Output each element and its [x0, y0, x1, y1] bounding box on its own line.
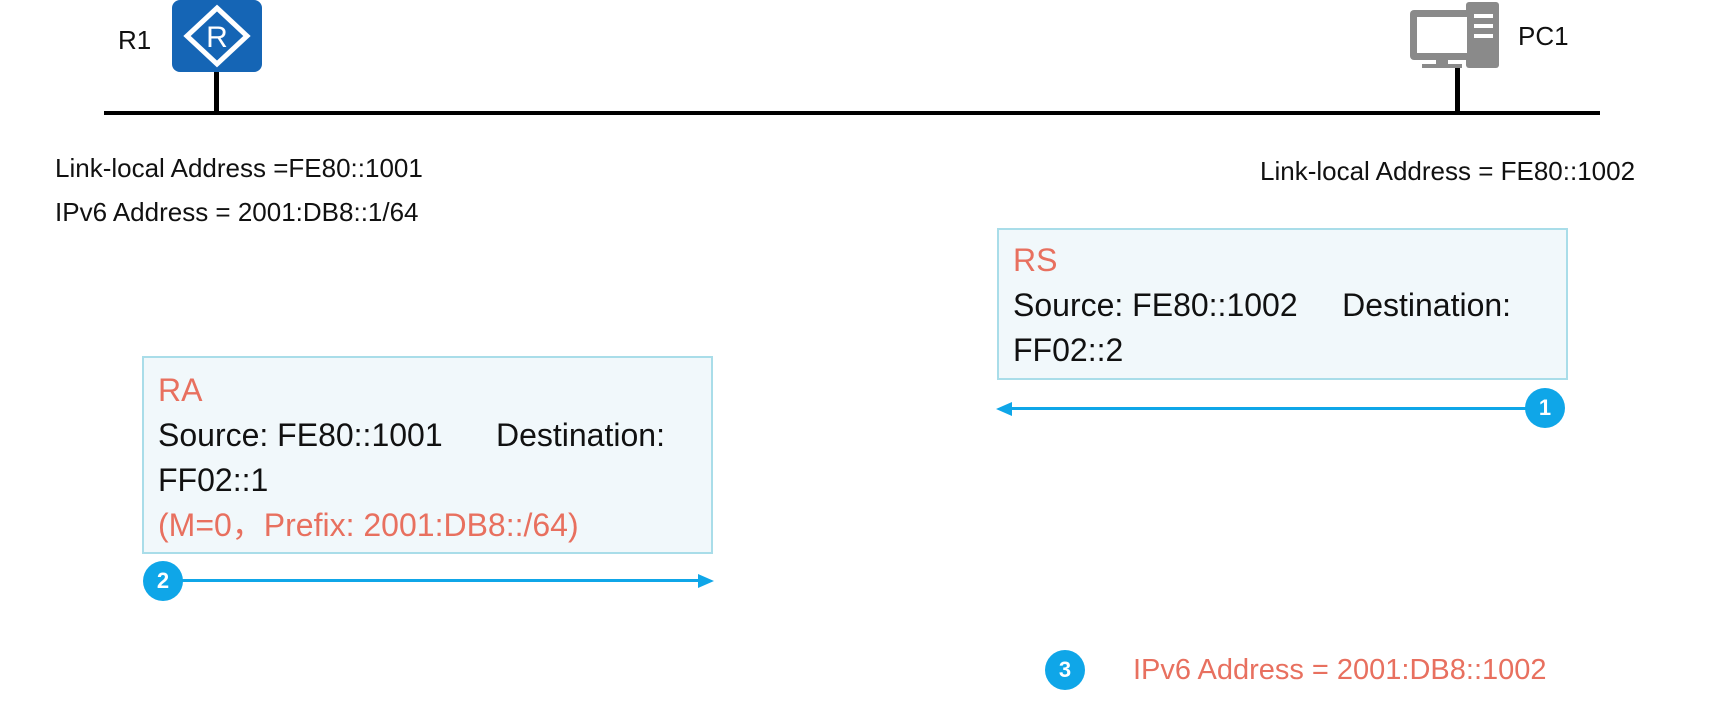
ra-arrow [180, 579, 702, 582]
pc-icon [1410, 2, 1499, 112]
rs-message-box: RS Source: FE80::1002 Destination: FF02:… [997, 228, 1568, 380]
router-icon: R [172, 0, 262, 112]
router-r1: R [170, 0, 266, 112]
rs-arrowhead [996, 402, 1012, 416]
rs-source-destination: Source: FE80::1002 Destination: [1013, 287, 1512, 323]
r1-name: R1 [118, 25, 152, 55]
r1-link-local: Link-local Address =FE80::1001 [55, 153, 423, 183]
step-2-badge: 2 [143, 561, 183, 601]
pc1-link-local: Link-local Address = FE80::1002 [1260, 156, 1636, 186]
pc-pc1 [1408, 0, 1504, 112]
svg-text:R: R [206, 21, 228, 54]
ra-type: RA [158, 372, 203, 408]
rs-arrow [1006, 407, 1536, 410]
pc1-name: PC1 [1518, 21, 1569, 51]
step-3-badge: 3 [1045, 650, 1085, 690]
rs-destination-address: FF02::2 [1013, 332, 1124, 368]
ra-destination-address: FF02::1 [158, 462, 269, 498]
network-link [104, 111, 1600, 115]
step-1-badge: 1 [1525, 388, 1565, 428]
ra-flags-prefix: (M=0，Prefix: 2001:DB8::/64) [158, 507, 579, 543]
ra-arrowhead [698, 574, 714, 588]
pc1-generated-ipv6-address: IPv6 Address = 2001:DB8::1002 [1133, 654, 1547, 686]
ra-message-box: RA Source: FE80::1001 Destination: FF02:… [142, 356, 713, 554]
r1-ipv6-address: IPv6 Address = 2001:DB8::1/64 [55, 197, 419, 227]
rs-type: RS [1013, 242, 1058, 278]
ra-source-destination: Source: FE80::1001 Destination: [158, 417, 665, 453]
